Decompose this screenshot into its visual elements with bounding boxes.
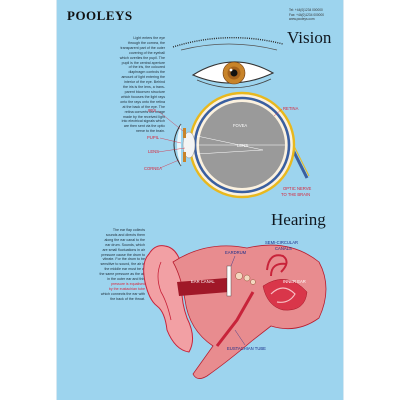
text-line: which focuses the light rays [121, 94, 165, 99]
ear-cross-section-icon [143, 244, 327, 379]
label-eardrum: EARDRUM [225, 250, 247, 255]
label-fovea: FOVEA [233, 123, 247, 128]
text-line: of the iris, the coloured [128, 65, 165, 70]
text-line: the middle ear must be at [104, 267, 145, 272]
text-line: at the back of the eye. The [122, 104, 166, 109]
text-line: into electrical signals which [121, 119, 165, 124]
text-line: sounds and directs them [105, 232, 145, 237]
text-line: onto the rays onto the retina [120, 99, 165, 104]
eye-cross-section-icon [173, 91, 310, 199]
label-cornea: CORNEA [144, 166, 162, 171]
label-lens-inner: LENS [237, 143, 248, 148]
text-line: in the outer ear and this [107, 277, 145, 282]
text-line: sensitive to sound, the air in [100, 262, 145, 267]
text-line: the same pressure as the air [99, 272, 145, 277]
text-line: Light enters the eye [133, 36, 165, 40]
contact-line: Fax: +44(0)1234 000000 [289, 12, 325, 17]
text-line: along the ear canal to the [104, 237, 145, 242]
text-line: are small fluctuations in air [102, 247, 145, 252]
text-line: which overlies the pupil. The [119, 55, 165, 60]
text-line: which connects the ear with [100, 291, 145, 296]
text-line: amount of light entering the [121, 75, 165, 80]
eye-labels: IRIS PUPIL LENS CORNEA FOVEA LENS RETINA… [144, 106, 312, 197]
text-line: covering of the eyeball [129, 50, 165, 55]
ear-labels: EARDRUM SEMI-CIRCULAR CANALS EAR CANAL I… [191, 240, 306, 351]
text-line: pressure cause the drum to [101, 252, 145, 257]
text-line: interior of the eye. Behind [124, 80, 165, 85]
illustrations: IRIS PUPIL LENS CORNEA FOVEA LENS RETINA… [143, 36, 327, 379]
text-line: the iris is the lens, a trans- [123, 85, 165, 90]
label-inner-ear: INNER EAR [283, 279, 306, 284]
contact-line: Tel: +44(0)1234 000000 [289, 8, 323, 12]
label-retina: RETINA [283, 106, 299, 111]
label-ear-canal: EAR CANAL [191, 279, 215, 284]
vision-title: Vision [287, 28, 332, 47]
label-iris: IRIS [148, 108, 156, 113]
poster: POOLEYS Tel: +44(0)1234 000000 Fax: +44(… [57, 0, 343, 400]
label-pupil: PUPIL [147, 135, 160, 140]
text-line: ear drum. Sounds, which [105, 242, 145, 247]
text-line: are then sent via the optic [123, 124, 165, 129]
text-line: retina converts the image [124, 109, 165, 114]
text-line: nerve to the brain. [136, 129, 165, 134]
contact-line: www.pooleys.com [289, 17, 315, 22]
label-lens: LENS [148, 149, 159, 154]
hearing-title: Hearing [271, 210, 326, 229]
label-optic-nerve: OPTIC NERVE [283, 186, 312, 191]
text-line: The ear flap collects [112, 228, 145, 232]
text-line: the back of the throat. [110, 296, 145, 301]
text-line: by the eustachian tube [108, 286, 145, 291]
label-canals-2: CANALS [275, 246, 292, 251]
text-line: diaphragm controls the [128, 70, 165, 75]
text-line: parent biconvex structure [124, 89, 165, 94]
text-line: vibrate. For the drum to be [102, 257, 145, 262]
label-canals: SEMI-CIRCULAR [265, 240, 298, 245]
text-line: pressure is equalised [111, 281, 145, 286]
brand-logo: POOLEYS [67, 8, 133, 23]
text-line: transparent part of the outer [120, 45, 165, 50]
label-eustachian: EUSTACHIAN TUBE [227, 346, 266, 351]
label-optic-nerve-2: TO THE BRAIN [281, 192, 310, 197]
text-line: made by the received light [123, 114, 165, 119]
contact-details: Tel: +44(0)1234 000000 Fax: +44(0)1234 0… [289, 8, 341, 22]
text-line: through the cornea, the [127, 40, 165, 45]
eye-front-icon [172, 36, 284, 89]
text-line: pupil is the central aperture [121, 60, 165, 65]
